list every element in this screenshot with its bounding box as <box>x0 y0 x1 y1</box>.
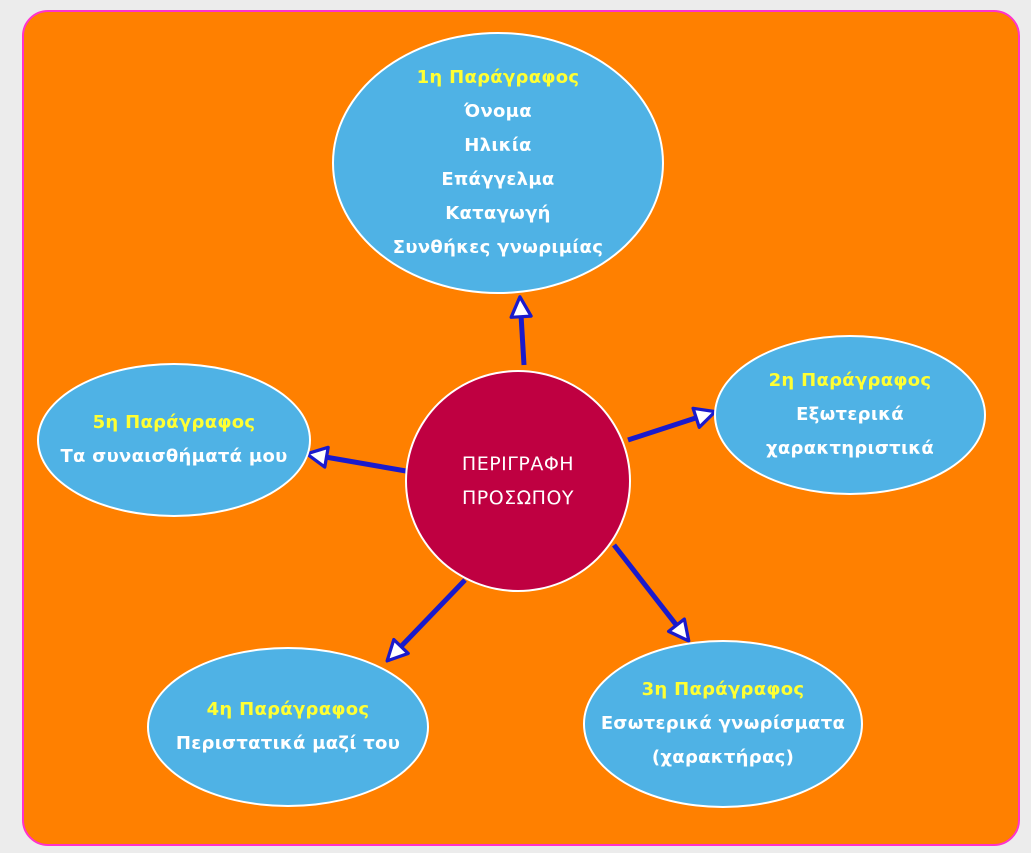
node-paragraph-3: 3η Παράγραφος Εσωτερικά γνωρίσματα (χαρα… <box>583 640 863 808</box>
node-2-line: χαρακτηριστικά <box>765 438 935 459</box>
node-1-line: Συνθήκες γνωριμίας <box>392 237 604 258</box>
arrow-to-node-1 <box>509 295 533 366</box>
arrow-to-node-3 <box>612 543 691 643</box>
arrow-to-node-4 <box>385 578 467 663</box>
node-1-line: Όνομα <box>464 101 532 122</box>
arrow-to-node-2 <box>627 406 717 443</box>
node-3-heading: 3η Παράγραφος <box>641 679 805 700</box>
center-line-1: ΠΕΡΙΓΡΑΦΗ <box>461 453 575 475</box>
node-paragraph-2: 2η Παράγραφος Εξωτερικά χαρακτηριστικά <box>714 335 986 495</box>
node-1-heading: 1η Παράγραφος <box>416 67 580 88</box>
node-3-line: Εσωτερικά γνωρίσματα <box>600 713 846 734</box>
node-5-line: Τα συναισθήματά μου <box>60 446 288 467</box>
node-5-heading: 5η Παράγραφος <box>92 412 256 433</box>
node-2-heading: 2η Παράγραφος <box>768 370 932 391</box>
node-1-line: Καταγωγή <box>445 203 551 224</box>
node-3-line: (χαρακτήρας) <box>651 747 795 768</box>
node-paragraph-1: 1η Παράγραφος Όνομα Ηλικία Επάγγελμα Κατ… <box>332 32 664 294</box>
node-4-line: Περιστατικά μαζί του <box>175 733 401 754</box>
center-line-2: ΠΡΟΣΩΠΟΥ <box>461 487 575 509</box>
node-1-line: Ηλικία <box>464 135 532 156</box>
node-2-line: Εξωτερικά <box>796 404 904 425</box>
node-paragraph-4: 4η Παράγραφος Περιστατικά μαζί του <box>147 647 429 807</box>
node-paragraph-5: 5η Παράγραφος Τα συναισθήματά μου <box>37 363 311 517</box>
node-4-heading: 4η Παράγραφος <box>206 699 370 720</box>
node-1-line: Επάγγελμα <box>441 169 555 190</box>
center-node: ΠΕΡΙΓΡΑΦΗ ΠΡΟΣΩΠΟΥ <box>405 370 631 592</box>
arrow-to-node-5 <box>305 445 407 474</box>
